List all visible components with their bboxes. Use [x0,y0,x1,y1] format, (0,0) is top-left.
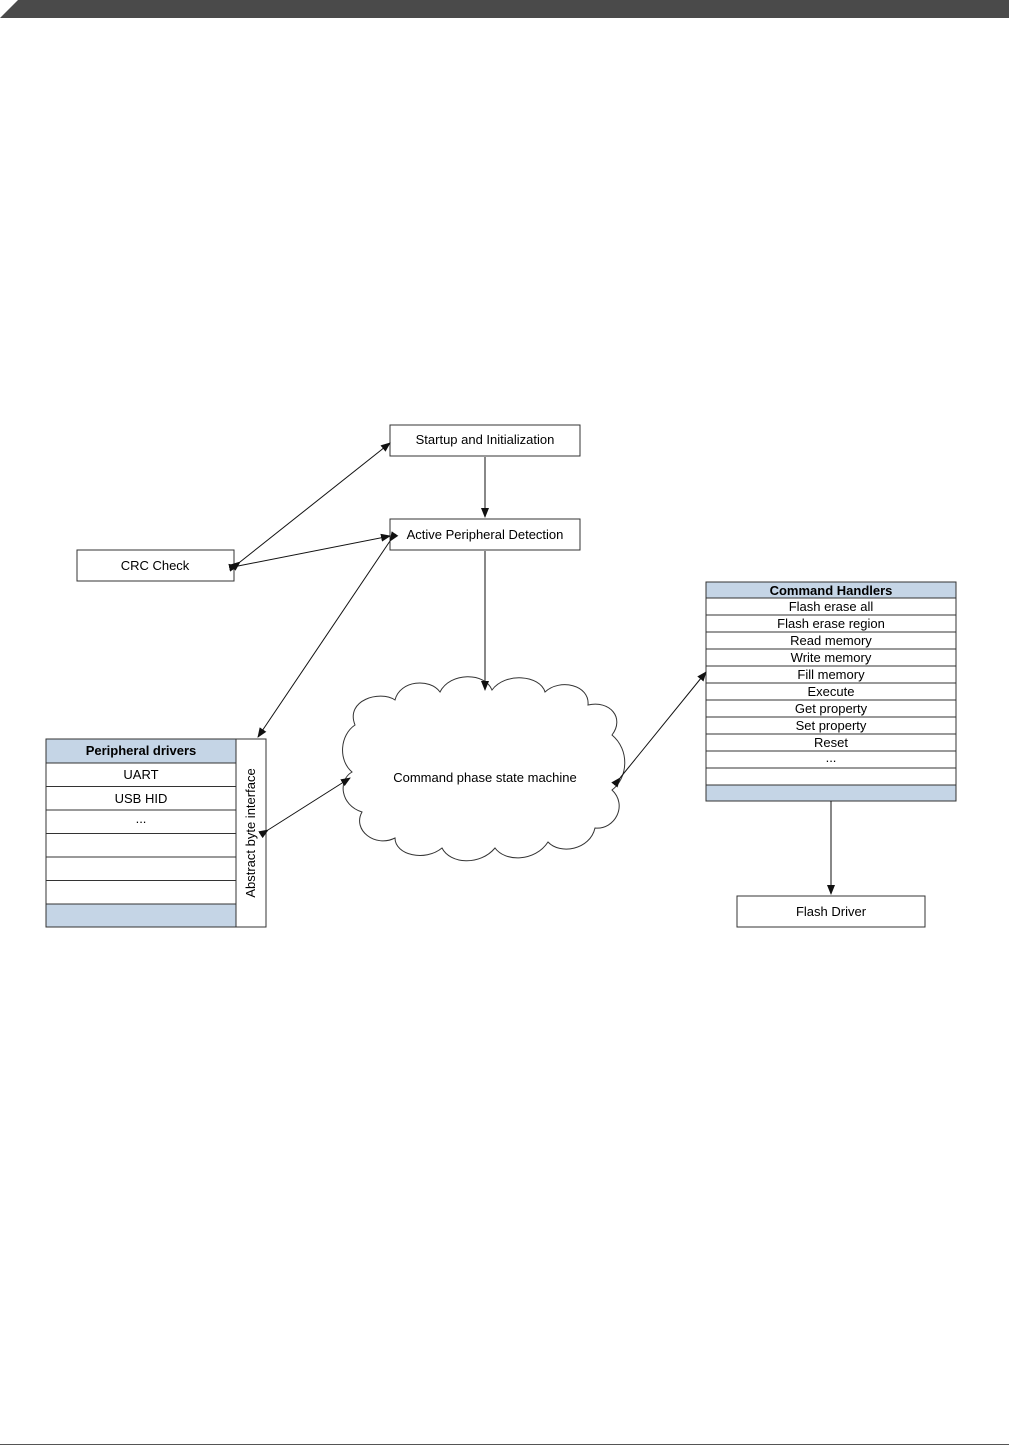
arrow-detection-interface-bidirectional [257,531,399,738]
crc-node: CRC Check [76,549,235,582]
flash-driver-node: Flash Driver [736,895,926,928]
state-machine-label: Command phase state machine [393,770,577,785]
state-machine-cloud: Command phase state machine [342,676,626,862]
command-handler-row: Write memory [791,650,872,665]
command-handlers-table: Command Handlers Flash erase all Flash e… [705,581,957,802]
command-handler-row: Flash erase all [789,599,874,614]
peripheral-driver-row: ... [136,811,147,826]
command-handler-row: ... [826,750,837,765]
startup-label: Startup and Initialization [416,432,555,447]
command-handler-row: Get property [795,701,868,716]
arrow-crc-detection-bidirectional [228,533,391,572]
page-bottom-rule [0,1444,1009,1445]
command-handler-row: Reset [814,735,848,750]
peripheral-drivers-title: Peripheral drivers [86,743,197,758]
arrow-state-machine-handlers-bidirectional [611,671,707,788]
detection-node: Active Peripheral Detection [389,518,581,551]
crc-label: CRC Check [121,558,190,573]
startup-node: Startup and Initialization [389,424,581,457]
peripheral-driver-row: USB HID [115,791,168,806]
command-handler-row: Flash erase region [777,616,885,631]
command-handler-row: Execute [808,684,855,699]
command-handler-row: Read memory [790,633,872,648]
abstract-byte-interface: Abstract byte interface [235,738,267,928]
abstract-interface-label: Abstract byte interface [243,768,258,897]
command-handler-row: Set property [796,718,867,733]
command-handler-row: Fill memory [797,667,865,682]
arrow-crc-startup-bidirectional [230,442,391,571]
peripheral-drivers-table: Peripheral drivers UART USB HID ... [45,738,237,928]
command-handlers-title: Command Handlers [770,583,893,598]
page-top-bar [0,0,1009,18]
arrow-interface-state-machine-bidirectional [258,777,351,839]
peripheral-driver-row: UART [123,767,158,782]
detection-label: Active Peripheral Detection [407,527,564,542]
flash-driver-label: Flash Driver [796,904,867,919]
